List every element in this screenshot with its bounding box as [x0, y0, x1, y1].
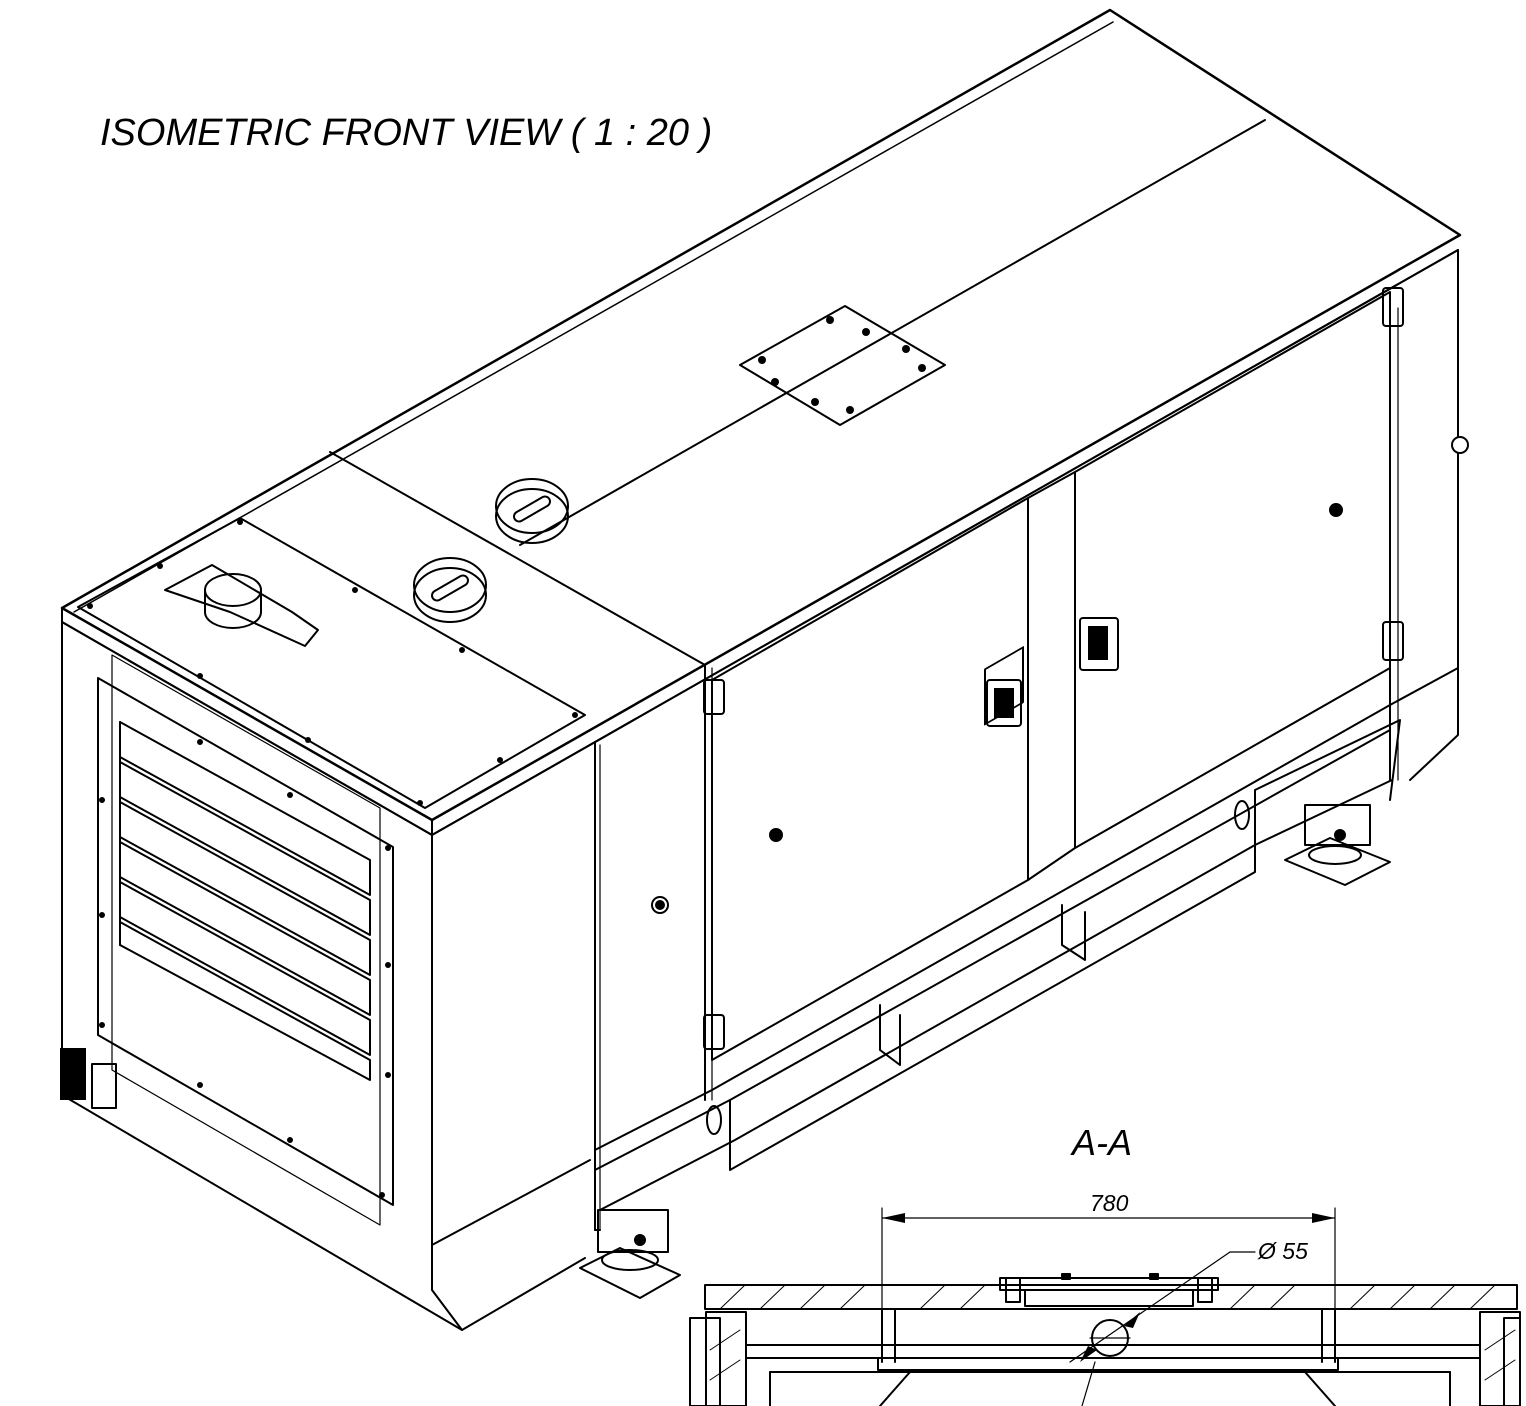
section-label: A-A	[1072, 1122, 1133, 1163]
mount-foot-right	[1284, 804, 1391, 886]
left-end-face	[61, 621, 463, 1331]
base-frame	[594, 667, 1459, 1231]
enclosure-body	[60, 8, 1462, 1331]
door-pillar	[1027, 471, 1076, 881]
dimension-diameter-label: Ø 55	[1258, 1238, 1308, 1264]
dimension-width-label: 780	[1090, 1190, 1129, 1216]
roof-hatch-plate	[739, 305, 946, 426]
side-door-left	[703, 497, 1029, 1061]
roof-panel-left	[77, 517, 586, 809]
roof	[60, 8, 1462, 822]
fuel-cap-1	[495, 478, 569, 544]
radiator-grille	[60, 654, 394, 1226]
side-knob-right	[1451, 436, 1469, 454]
drawing-title: ISOMETRIC FRONT VIEW ( 1 : 20 )	[100, 112, 713, 154]
side-door-right	[1074, 287, 1404, 849]
mount-foot-left	[579, 1209, 681, 1299]
fuel-cap-2	[413, 557, 487, 623]
section-a-a-drawing	[689, 1207, 1521, 1406]
